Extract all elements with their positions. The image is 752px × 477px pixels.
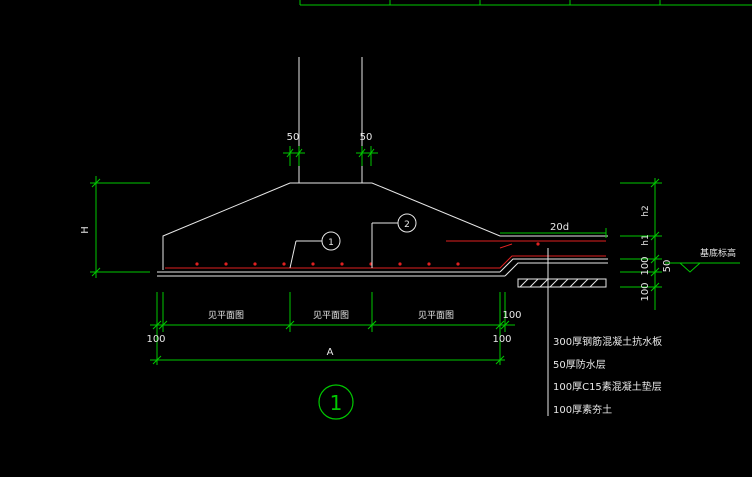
rebar-dot xyxy=(282,262,286,266)
rebar-tag-2-label: 2 xyxy=(404,220,410,230)
dim-right-stack xyxy=(500,178,662,310)
layer-note-2: 50厚防水层 xyxy=(553,358,606,371)
rebar-tag-1 xyxy=(289,231,341,269)
dim-col-offsets xyxy=(283,146,378,166)
foundation-outline xyxy=(157,182,608,288)
segment-label-3: 见平面图 xyxy=(418,310,454,321)
dim-label-h: H xyxy=(80,226,91,234)
layer-note-1: 300厚钢筋混凝土抗水板 xyxy=(553,335,662,348)
rebar-tag-1-label: 1 xyxy=(328,238,334,248)
dim-height-h xyxy=(90,176,150,278)
detail-number-label: 1 xyxy=(330,391,343,415)
rebar-dot xyxy=(253,262,257,266)
rebar-dots xyxy=(195,242,540,266)
dim-label-bottom-right-100: 100 xyxy=(492,334,511,345)
dim-label-a: A xyxy=(327,347,334,358)
dim-label-right-100: 100 xyxy=(640,256,651,275)
rebar-dot xyxy=(536,242,540,246)
layer-note-4: 100厚素夯土 xyxy=(553,403,612,416)
dim-label-h1: h1 xyxy=(641,234,651,245)
rebar-dot xyxy=(340,262,344,266)
rebar-dot xyxy=(427,262,431,266)
detail-number-circle xyxy=(318,384,354,420)
rebar-tag-2 xyxy=(371,213,417,268)
rebar-dot xyxy=(456,262,460,266)
dim-label-right-50: 50 xyxy=(662,260,673,273)
dim-label-bottom-left-100: 100 xyxy=(146,334,165,345)
segment-label-2: 见平面图 xyxy=(313,310,349,321)
dim-label-col-right: 50 xyxy=(360,132,373,143)
dim-label-col-left: 50 xyxy=(287,132,300,143)
top-table-fragment xyxy=(299,0,752,6)
elevation-marker xyxy=(665,262,740,273)
rebar-lines xyxy=(165,240,606,269)
rebar-dot xyxy=(195,262,199,266)
dim-label-20d: 20d xyxy=(550,222,569,233)
rebar-dot xyxy=(224,262,228,266)
rebar-dot xyxy=(311,262,315,266)
dim-label-right-100-lower: 100 xyxy=(640,282,651,301)
dim-label-h2: h2 xyxy=(641,205,651,216)
segment-label-1: 见平面图 xyxy=(208,310,244,321)
column-outline xyxy=(298,57,363,183)
rebar-dot xyxy=(398,262,402,266)
layer-note-3: 100厚C15素混凝土垫层 xyxy=(553,380,662,393)
dim-bottom xyxy=(150,292,515,365)
dim-label-bottom-right-100b: 100 xyxy=(502,310,521,321)
elevation-label: 基底标高 xyxy=(700,247,736,259)
